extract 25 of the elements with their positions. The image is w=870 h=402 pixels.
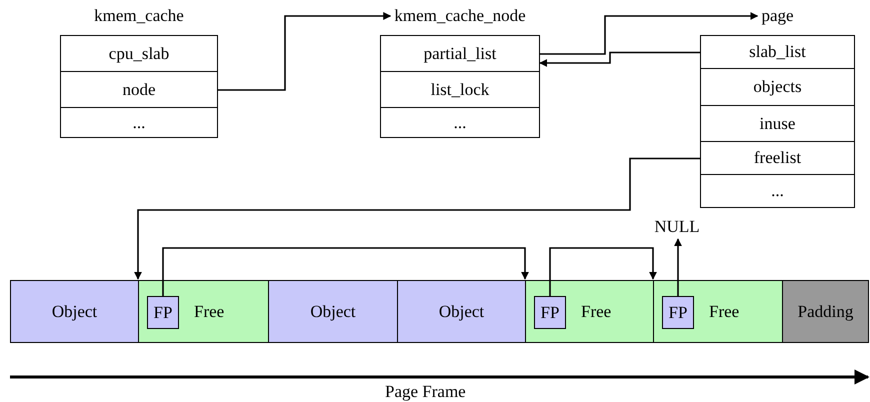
axis-label: Page Frame	[385, 382, 466, 402]
padding-slot: Padding	[782, 280, 869, 343]
free-slot	[525, 280, 654, 343]
struct-name: kmem_cache_node	[394, 6, 526, 26]
pointer-field: FP	[662, 296, 694, 329]
arrow	[540, 12, 758, 55]
struct-name: kmem_cache	[94, 6, 184, 26]
free-slot	[138, 280, 269, 343]
arrow	[539, 52, 701, 67]
object-slot: Object	[397, 280, 526, 343]
arrow	[549, 247, 657, 296]
arrow	[134, 158, 701, 280]
pointer-field: FP	[534, 296, 566, 329]
object-slot: Object	[268, 280, 398, 343]
slot-label: Free	[194, 302, 224, 322]
object-slot: Object	[10, 280, 139, 343]
slot-label: Free	[709, 302, 740, 322]
pointer-field: FP	[147, 296, 179, 329]
arrow	[218, 12, 392, 91]
arrow	[162, 247, 529, 296]
null-label: NULL	[648, 216, 706, 238]
struct-name: page	[761, 6, 794, 26]
slot-label: Free	[581, 302, 612, 322]
arrow	[674, 238, 682, 296]
free-slot	[653, 280, 783, 343]
